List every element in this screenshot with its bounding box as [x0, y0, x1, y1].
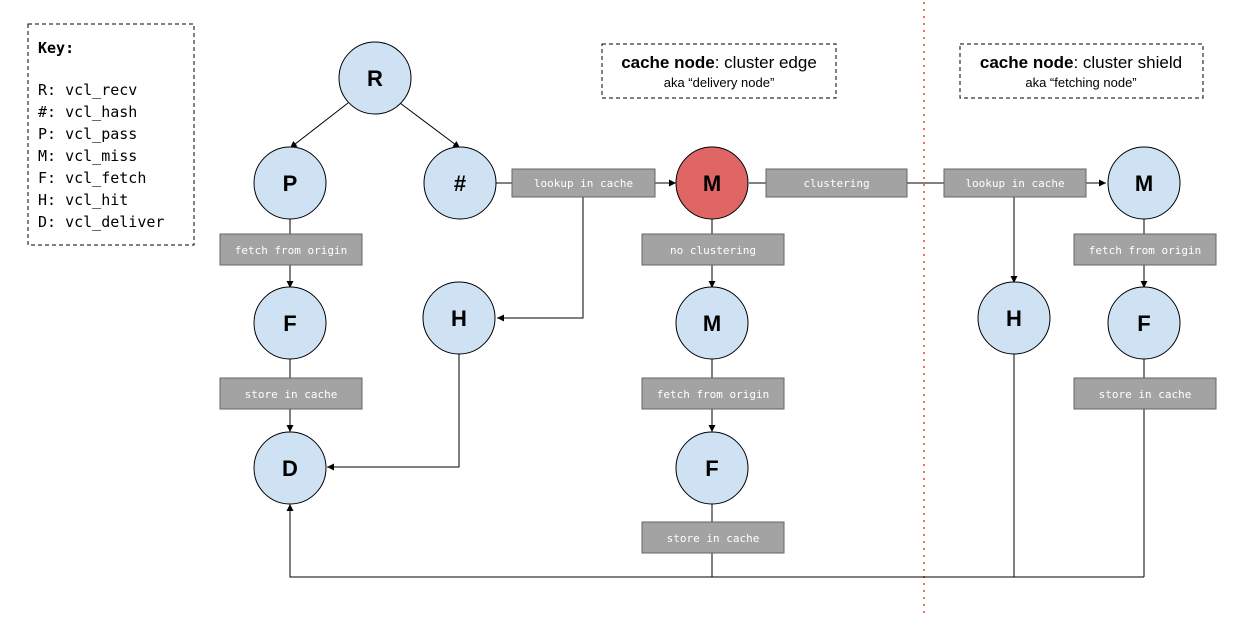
edge-return-to-deliver [286, 504, 862, 578]
key-legend: Key: R: vcl_recv #: vcl_hash P: vcl_pass… [27, 23, 195, 246]
step-fetch-origin-a-label: fetch from origin [235, 244, 348, 257]
step-no-clustering: no clustering [641, 233, 785, 266]
step-fetch-origin-a: fetch from origin [219, 233, 363, 266]
node-fetch-shield-circle [1107, 286, 1181, 360]
node-deliver: D [253, 431, 327, 505]
section-title-shield-heading: cache node: cluster shield [980, 53, 1182, 72]
node-pass-circle [253, 146, 327, 220]
step-store-shield-box [1073, 377, 1217, 410]
node-recv-circle [338, 41, 412, 115]
step-store-b: store in cache [641, 521, 785, 554]
step-boxes: lookup in cache clustering lookup in cac… [219, 168, 1217, 554]
node-deliver-label: D [282, 456, 298, 481]
section-shield-subtitle: aka “fetching node” [1025, 75, 1136, 90]
step-store-b-label: store in cache [667, 532, 760, 545]
section-edge-rest: : cluster edge [715, 53, 817, 72]
node-miss-shield-circle [1107, 146, 1181, 220]
section-shield-strong: cache node [980, 53, 1074, 72]
step-lookup-shield-box [943, 168, 1087, 198]
step-no-clustering-box [641, 233, 785, 266]
section-title-edge-border [601, 43, 837, 99]
step-fetch-origin-shield-box [1073, 233, 1217, 266]
node-fetch-b: F [675, 431, 749, 505]
step-store-shield-label: store in cache [1099, 388, 1192, 401]
node-recv: R [338, 41, 412, 115]
step-fetch-origin-b-label: fetch from origin [657, 388, 770, 401]
step-store-a-box [219, 377, 363, 410]
node-fetch-shield-label: F [1137, 311, 1150, 336]
section-edge-strong: cache node [621, 53, 715, 72]
key-entry-hit: H: vcl_hit [38, 191, 128, 209]
section-edge-subtitle: aka “delivery node” [664, 75, 775, 90]
node-pass-label: P [283, 171, 298, 196]
nodes: R P # M M F H M [253, 41, 1181, 505]
node-miss-shield-label: M [1135, 171, 1153, 196]
edge-recv-to-hash [399, 102, 461, 149]
section-title-cluster-edge: cache node: cluster edge aka “delivery n… [601, 43, 837, 99]
node-hit-a-circle [422, 281, 496, 355]
node-hit-shield-circle [977, 281, 1051, 355]
edges [286, 102, 1148, 578]
section-title-shield-border [959, 43, 1204, 99]
node-hit-a: H [422, 281, 496, 355]
step-fetch-origin-a-box [219, 233, 363, 266]
key-entry-fetch: F: vcl_fetch [38, 169, 146, 187]
node-miss-edge-circle [675, 146, 749, 220]
edge-hit-to-deliver [327, 354, 460, 471]
step-lookup-shield: lookup in cache [943, 168, 1087, 198]
node-fetch-b-circle [675, 431, 749, 505]
node-fetch-a-label: F [283, 311, 296, 336]
step-fetch-origin-shield-label: fetch from origin [1089, 244, 1202, 257]
key-entry-recv: R: vcl_recv [38, 81, 137, 99]
step-store-a-label: store in cache [245, 388, 338, 401]
node-fetch-a-circle [253, 286, 327, 360]
step-fetch-origin-b-box [641, 377, 785, 410]
key-entry-hash: #: vcl_hash [38, 103, 137, 121]
step-fetch-origin-b: fetch from origin [641, 377, 785, 410]
section-title-cluster-shield: cache node: cluster shield aka “fetching… [959, 43, 1204, 99]
node-fetch-shield: F [1107, 286, 1181, 360]
key-entry-deliver: D: vcl_deliver [38, 213, 164, 231]
section-shield-rest: : cluster shield [1073, 53, 1182, 72]
key-entry-pass: P: vcl_pass [38, 125, 137, 143]
step-clustering-label: clustering [803, 177, 869, 190]
edge-recv-to-pass [289, 102, 349, 149]
key-border [27, 23, 195, 246]
node-miss-b: M [675, 286, 749, 360]
step-lookup-edge-label: lookup in cache [534, 177, 633, 190]
step-no-clustering-label: no clustering [670, 244, 756, 257]
section-title-edge-heading: cache node: cluster edge [621, 53, 817, 72]
node-hash-circle [423, 146, 497, 220]
edge-lookup-to-hit [497, 197, 584, 322]
step-store-b-box [641, 521, 785, 554]
node-hit-shield-label: H [1006, 306, 1022, 331]
node-recv-label: R [367, 66, 383, 91]
step-lookup-edge: lookup in cache [511, 168, 656, 198]
key-title: Key: [38, 39, 74, 57]
node-fetch-b-label: F [705, 456, 718, 481]
node-deliver-circle [253, 431, 327, 505]
node-hit-a-label: H [451, 306, 467, 331]
step-lookup-shield-label: lookup in cache [965, 177, 1064, 190]
node-hash: # [423, 146, 497, 220]
key-entry-miss: M: vcl_miss [38, 147, 137, 165]
step-store-a: store in cache [219, 377, 363, 410]
node-miss-edge: M [675, 146, 749, 220]
node-fetch-a: F [253, 286, 327, 360]
step-lookup-edge-box [511, 168, 656, 198]
node-miss-shield: M [1107, 146, 1181, 220]
step-clustering-box [765, 168, 908, 198]
node-hash-label: # [454, 171, 466, 196]
node-miss-b-label: M [703, 311, 721, 336]
node-hit-shield: H [977, 281, 1051, 355]
step-store-shield: store in cache [1073, 377, 1217, 410]
node-miss-edge-label: M [703, 171, 721, 196]
node-pass: P [253, 146, 327, 220]
node-miss-b-circle [675, 286, 749, 360]
step-fetch-origin-shield: fetch from origin [1073, 233, 1217, 266]
step-clustering: clustering [765, 168, 908, 198]
